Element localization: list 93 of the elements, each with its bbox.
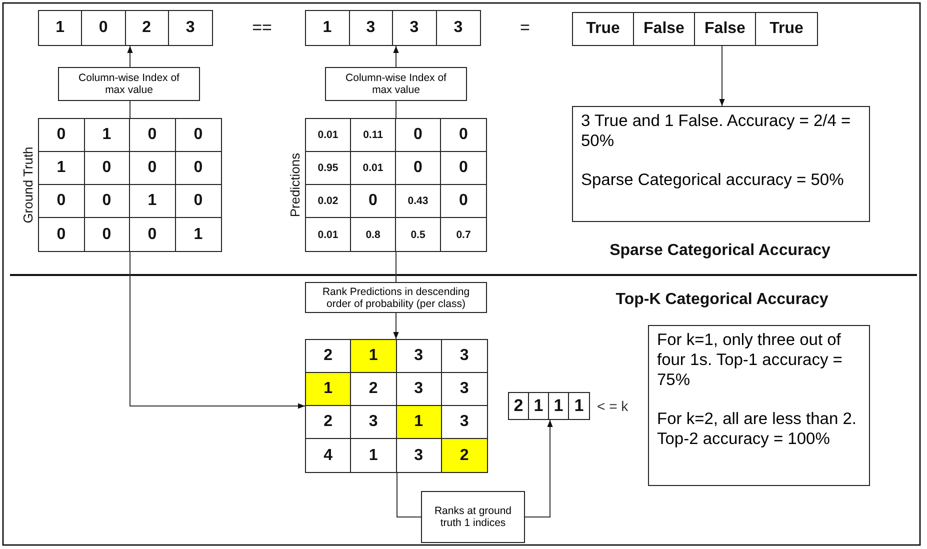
table-cell: 0	[396, 152, 441, 185]
table-cell: 1	[529, 393, 549, 419]
table-cell: 0.01	[306, 119, 351, 152]
axis-label: Ground Truth	[20, 146, 36, 224]
section-title: Sparse Categorical Accuracy	[610, 242, 830, 260]
table-cell: 3	[442, 373, 487, 406]
table-cell: 2	[306, 406, 352, 439]
rank-matrix	[305, 339, 488, 473]
table-cell: 1	[306, 11, 350, 45]
connector-arrow	[719, 46, 725, 106]
condition-text: < = k	[597, 398, 628, 414]
table-cell: 0.01	[306, 218, 351, 251]
box-text: Column-wise Index of max value	[78, 72, 180, 96]
result-box	[572, 106, 870, 222]
table-cell: 3	[442, 340, 487, 373]
table-cell: 0.11	[351, 119, 396, 152]
table-cell: 0.02	[306, 185, 351, 218]
table-cell: 0	[39, 218, 84, 251]
paragraph: Sparse Categorical accuracy = 50%	[581, 170, 845, 190]
comparison-row	[572, 12, 818, 46]
box-text: Ranks at ground truth 1 indices	[434, 505, 512, 529]
table-cell: False	[634, 13, 695, 45]
table-cell: 3	[350, 11, 393, 45]
connector-arrow	[127, 46, 133, 68]
process-box	[305, 282, 487, 313]
table-cell: 0	[39, 119, 84, 152]
section-title: Top-K Categorical Accuracy	[616, 291, 828, 309]
index-row	[305, 10, 481, 46]
matrix-table	[38, 118, 222, 252]
table-cell: 2	[509, 393, 529, 419]
box-text: Column-wise Index of max value	[344, 72, 448, 96]
operator-text: ==	[252, 18, 272, 38]
matrix-table	[305, 118, 487, 252]
table-cell: 1	[39, 152, 84, 185]
table-cell: 0	[176, 185, 221, 218]
table-cell: 1	[130, 185, 176, 218]
table-cell: False	[695, 13, 756, 45]
table-cell: 0	[84, 152, 130, 185]
table-cell: 1	[549, 393, 569, 419]
table-cell: 0.8	[351, 218, 396, 251]
process-box	[325, 67, 467, 101]
table-cell-text: 3	[184, 18, 196, 38]
table-cell: 0	[176, 119, 221, 152]
table-cell: 3	[393, 11, 436, 45]
axis-label: Predictions	[288, 152, 302, 218]
connector-arrow	[524, 420, 553, 518]
table-cell: 1	[351, 340, 396, 373]
connector-arrow	[393, 312, 399, 340]
table-cell: 0.95	[306, 152, 351, 185]
table-cell: 2	[442, 439, 487, 472]
table-cell: 0	[39, 185, 84, 218]
paragraph: For k=2, all are less than 2. Top-2 accuracy = 100%	[657, 409, 858, 449]
process-box	[58, 67, 200, 101]
table-cell-text: 1	[573, 395, 585, 417]
paragraph: 3 True and 1 False. Accuracy = 2/4 = 50%	[581, 111, 852, 151]
table-cell-text: 3	[452, 18, 464, 38]
table-cell: 0	[130, 152, 176, 185]
table-cell: 2	[351, 373, 396, 406]
table-cell: 0	[441, 152, 486, 185]
result-box	[648, 325, 870, 486]
table-cell: 1	[39, 11, 82, 45]
connector-arrow	[393, 46, 399, 68]
connector-arrow	[130, 252, 306, 409]
table-cell: 0	[130, 218, 176, 251]
table-cell: 3	[396, 340, 442, 373]
table-cell: 1	[396, 406, 442, 439]
table-cell: 2	[126, 11, 169, 45]
table-cell-text: 1	[192, 224, 204, 244]
index-row	[38, 10, 213, 46]
table-cell: 0.01	[351, 152, 396, 185]
table-cell: 1	[306, 373, 352, 406]
table-cell: 0	[396, 119, 441, 152]
table-cell-text: True	[768, 19, 804, 39]
table-cell: 0	[82, 11, 126, 45]
box-text: Rank Predictions in descending order of probability (per class)	[321, 286, 471, 310]
table-cell: 4	[306, 439, 352, 472]
table-cell: 1	[84, 119, 130, 152]
table-cell: True	[573, 13, 634, 45]
table-cell: 0	[84, 218, 130, 251]
table-cell: 0.5	[396, 218, 441, 251]
table-cell: 0	[176, 152, 221, 185]
rank-row	[508, 392, 590, 420]
table-cell: 1	[351, 439, 396, 472]
table-cell: 0.43	[396, 185, 441, 218]
table-cell: 0	[84, 185, 130, 218]
table-cell: 0	[441, 119, 486, 152]
table-cell: 0	[441, 185, 486, 218]
operator-text: =	[520, 18, 530, 38]
table-cell: 0	[130, 119, 176, 152]
process-box	[421, 491, 525, 543]
table-cell-text: 0.7	[455, 228, 472, 242]
table-cell: 0	[351, 185, 396, 218]
paragraph: For k=1, only three out of four 1s. Top-1 accuracy = 75%	[657, 330, 844, 390]
